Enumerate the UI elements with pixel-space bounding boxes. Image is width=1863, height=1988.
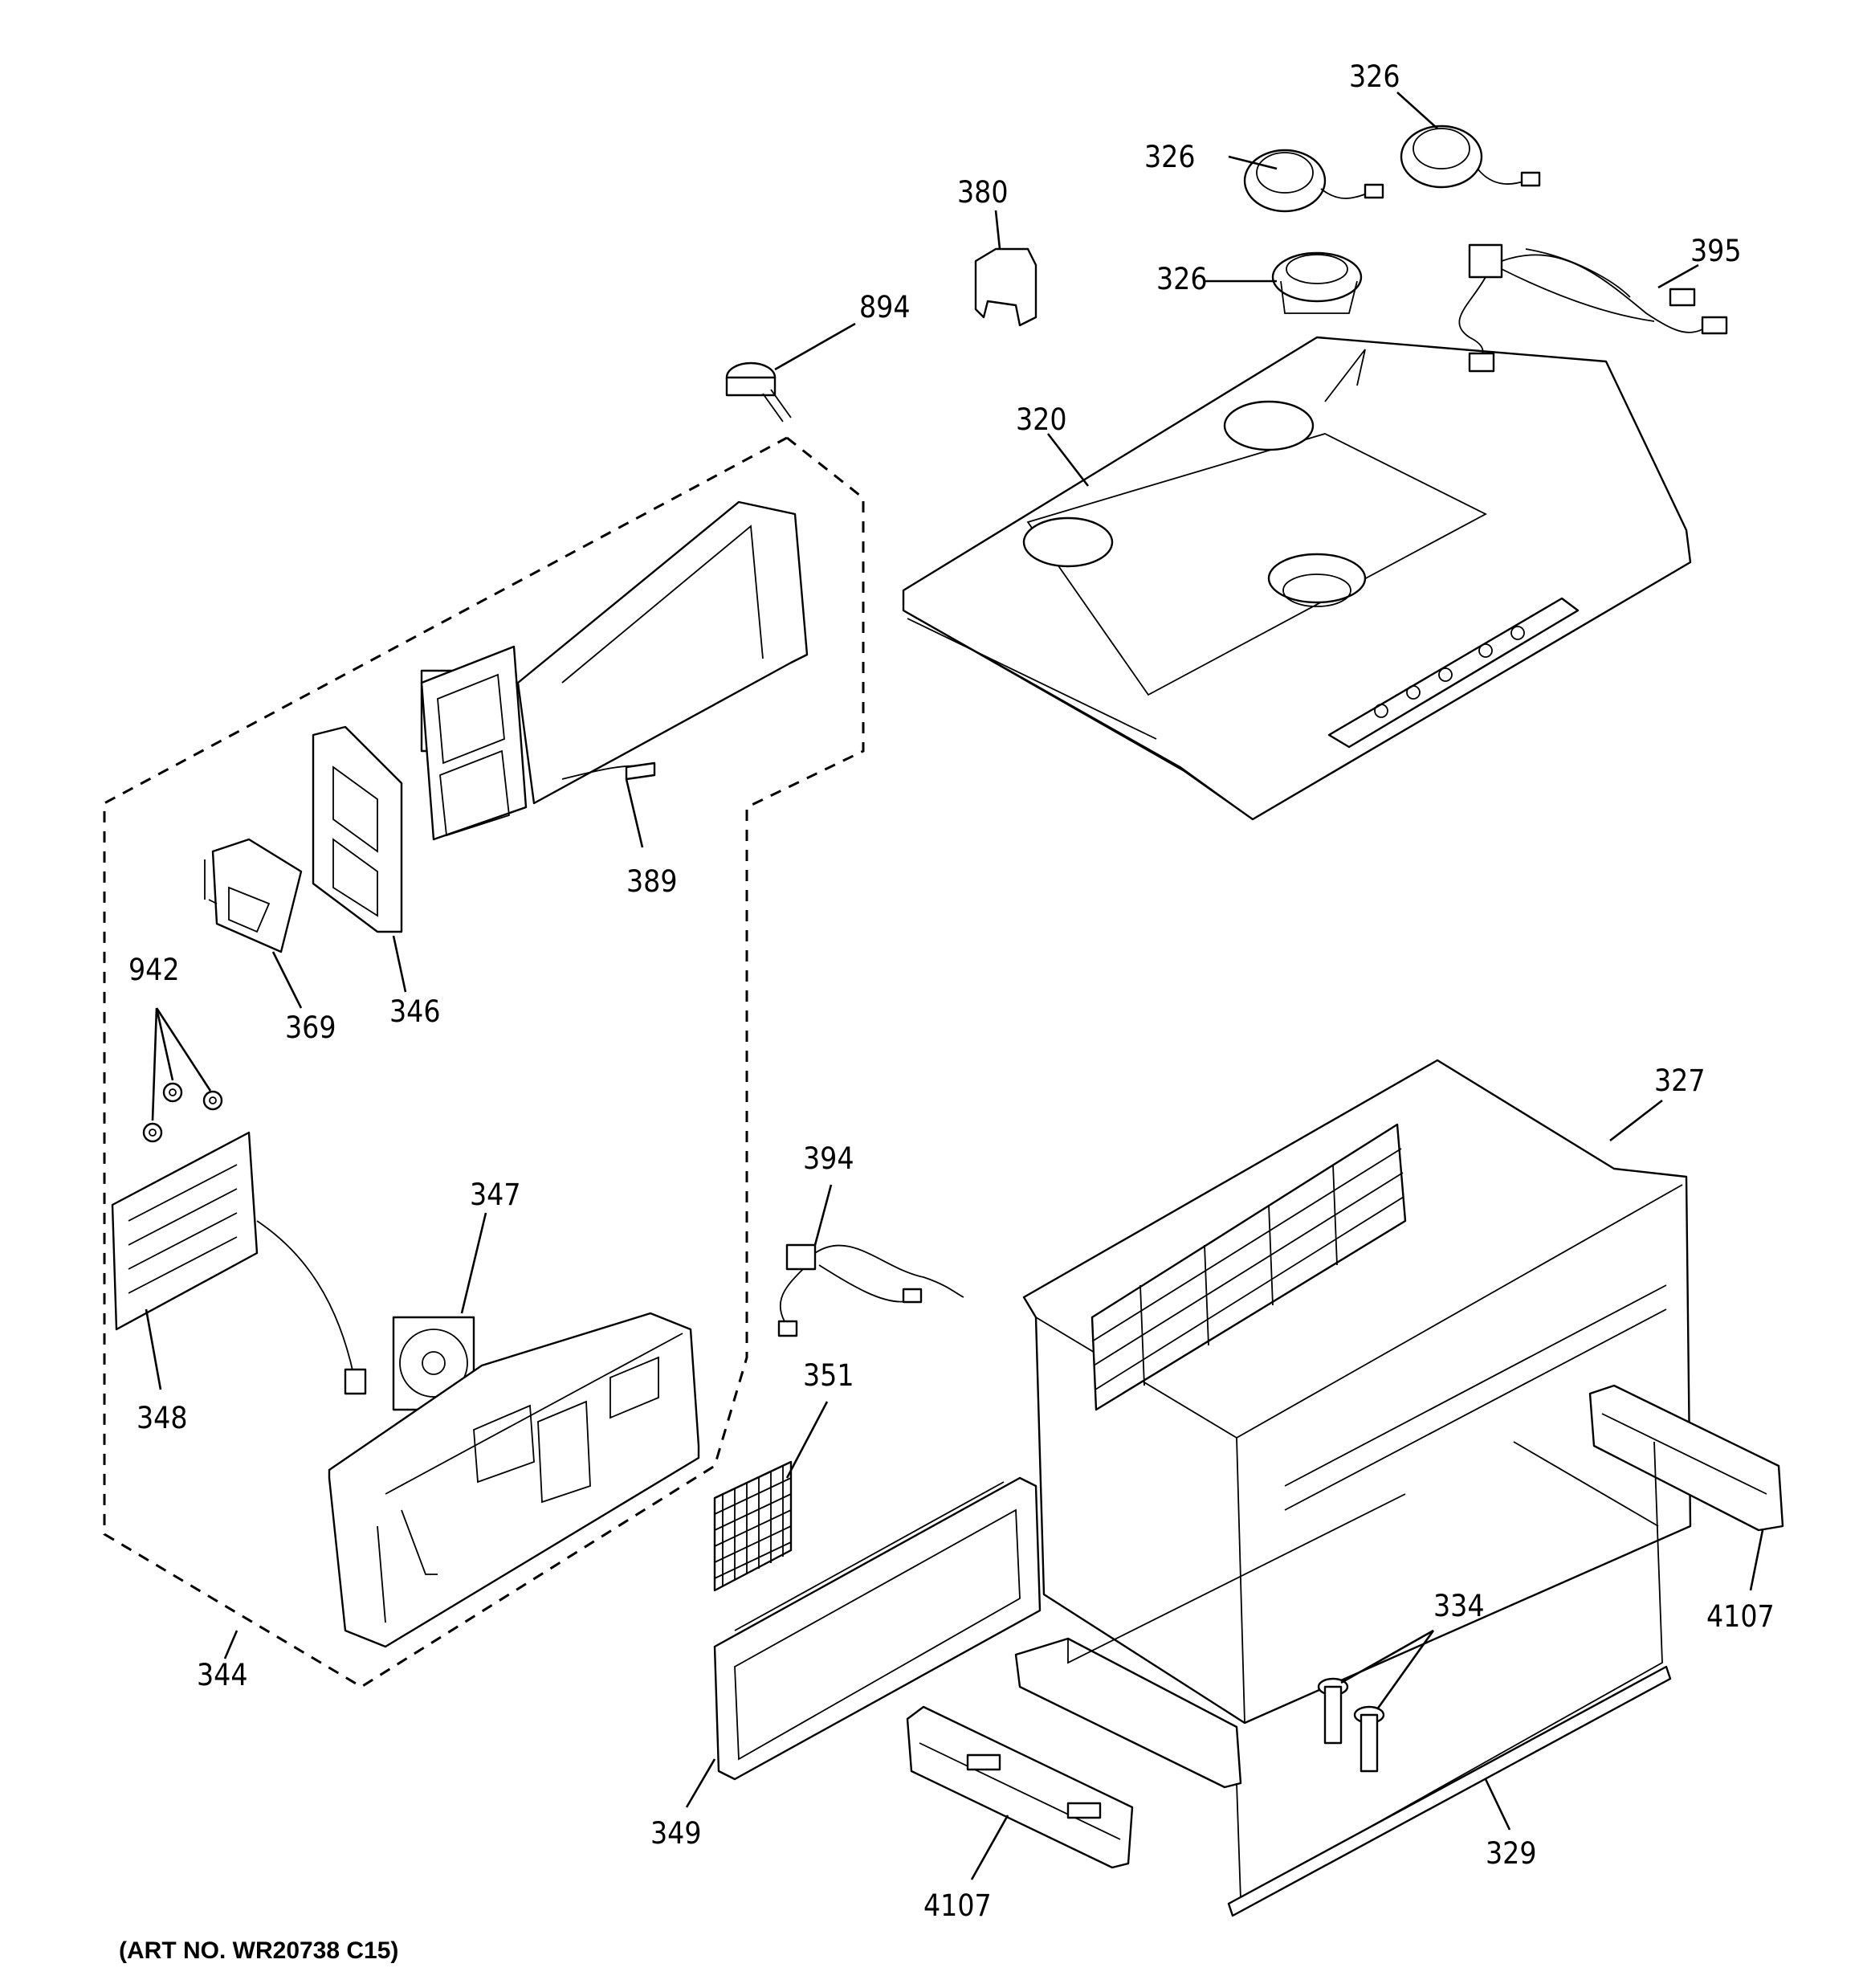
callout-327: 327	[1654, 1063, 1706, 1098]
part-394-wiring-harness	[777, 1243, 964, 1337]
part-4107-slide-rails	[906, 1384, 1784, 1869]
leader-lines	[145, 92, 1764, 1880]
art-number: (ART NO. WR20738 C15)	[119, 1937, 398, 1964]
part-346-frame	[312, 725, 403, 933]
part-320-top-cover	[902, 336, 1692, 821]
part-349-grille	[713, 1476, 1042, 1781]
callout-395: 395	[1690, 234, 1742, 268]
part-380-cap	[974, 247, 1037, 327]
callout-394: 394	[803, 1141, 854, 1176]
part-329-frame	[1014, 1441, 1672, 1917]
callout-326: 326	[1156, 262, 1208, 296]
part-fan-housing	[328, 1312, 700, 1648]
callout-346: 346	[389, 994, 441, 1029]
callout-320: 320	[1016, 402, 1067, 437]
callout-4107: 4107	[923, 1888, 992, 1923]
callout-326: 326	[1144, 140, 1196, 174]
part-942-washers	[142, 1082, 223, 1143]
part-334-bolts	[1317, 1677, 1385, 1773]
assembly-boundary-344	[103, 436, 865, 1688]
part-327-pan	[1022, 1059, 1692, 1725]
callout-labels: 326 326 326 380 395 894 320 389 346 369 …	[128, 59, 1775, 1923]
part-air-duct-housing	[420, 500, 809, 841]
callout-380: 380	[957, 175, 1009, 210]
callout-4107: 4107	[1706, 1599, 1775, 1634]
part-369-damper	[204, 838, 303, 953]
callout-329: 329	[1486, 1836, 1537, 1871]
callout-369: 369	[285, 1010, 336, 1045]
callout-351: 351	[803, 1358, 854, 1393]
callout-347: 347	[470, 1178, 521, 1212]
part-351-mesh-screen	[713, 1460, 793, 1592]
part-348-heater	[111, 1131, 367, 1395]
callout-894: 894	[859, 290, 911, 325]
part-395-wiring-harness	[1458, 243, 1728, 373]
callout-389: 389	[626, 864, 678, 899]
callout-334: 334	[1433, 1589, 1485, 1623]
callout-344: 344	[197, 1658, 248, 1692]
part-326-control-knobs	[1243, 125, 1541, 314]
part-894-sensor	[725, 361, 792, 423]
callout-348: 348	[137, 1401, 188, 1435]
callout-326: 326	[1349, 59, 1400, 94]
callout-942: 942	[128, 953, 180, 987]
callout-349: 349	[650, 1816, 702, 1851]
part-347-fan	[392, 1316, 475, 1411]
